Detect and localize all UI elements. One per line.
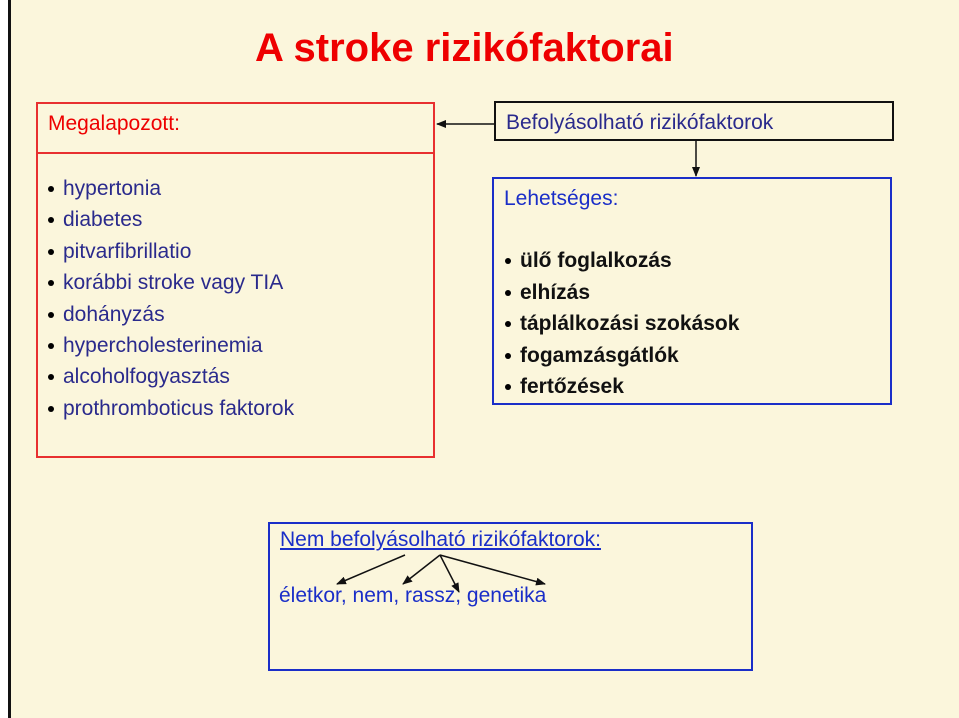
non-modifiable-risk-factors-box: Nem befolyásolható rizikófaktorok: életk… [268, 522, 753, 671]
established-divider [38, 152, 433, 154]
arrow-to-genetika [439, 554, 546, 586]
list-item: alcoholfogyasztás [47, 361, 294, 392]
list-item: táplálkozási szokások [504, 308, 739, 340]
established-list: hypertonia diabetes pitvarfibrillatio ko… [47, 173, 294, 424]
possible-heading: Lehetséges: [504, 187, 619, 210]
list-item: prothromboticus faktorok [47, 393, 294, 424]
list-item: pitvarfibrillatio [47, 236, 294, 267]
list-item: fogamzásgátlók [504, 340, 739, 372]
non-modifiable-heading: Nem befolyásolható rizikófaktorok: [280, 528, 601, 551]
modifiable-risk-factors-box: Befolyásolható rizikófaktorok [494, 101, 894, 141]
list-item: hypertonia [47, 173, 294, 204]
list-item: korábbi stroke vagy TIA [47, 267, 294, 298]
modifiable-heading: Befolyásolható rizikófaktorok [506, 111, 774, 134]
arrow-to-eletkor [336, 554, 406, 585]
list-item: diabetes [47, 204, 294, 235]
slide [8, 0, 959, 718]
list-item: elhízás [504, 277, 739, 309]
list-item: ülő foglalkozás [504, 245, 739, 277]
arrow-to-rassz [439, 554, 460, 593]
established-risk-factors-box: Megalapozott: hypertonia diabetes pitvar… [36, 102, 435, 458]
arrow-to-nem [402, 554, 441, 585]
established-heading: Megalapozott: [48, 112, 180, 135]
possible-risk-factors-box: Lehetséges: ülő foglalkozás elhízás tápl… [492, 177, 892, 405]
list-item: fertőzések [504, 371, 739, 403]
possible-list: ülő foglalkozás elhízás táplálkozási szo… [504, 245, 739, 403]
non-modifiable-values: életkor, nem, rassz, genetika [279, 584, 547, 607]
list-item: hypercholesterinemia [47, 330, 294, 361]
list-item: dohányzás [47, 299, 294, 330]
slide-title: A stroke rizikófaktorai [255, 26, 674, 70]
